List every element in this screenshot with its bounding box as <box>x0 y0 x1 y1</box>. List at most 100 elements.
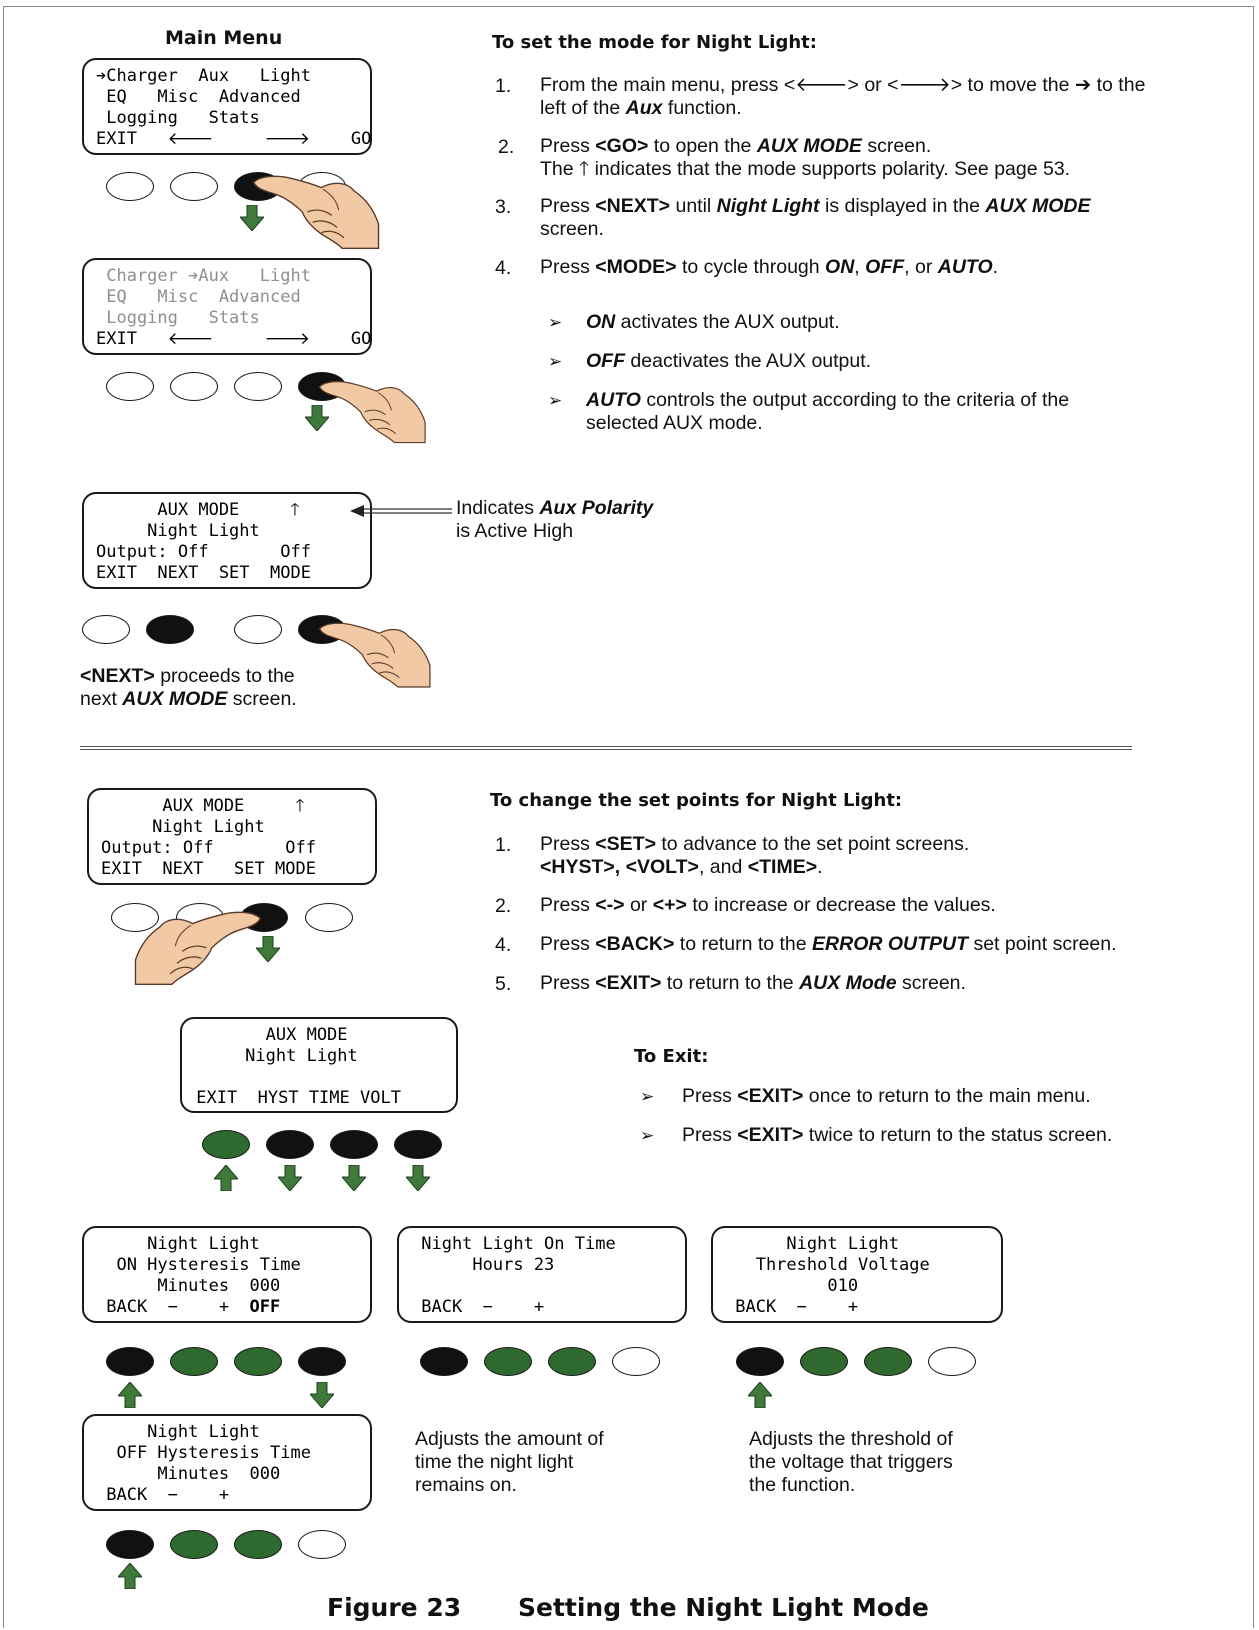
polarity-note-text: Indicates <box>456 497 540 519</box>
lcd-line: Charger ➔Aux Light <box>96 266 311 287</box>
lcd-aux-mode-set: AUX MODE 🡑 Night Light Output: Off Off E… <box>87 788 377 885</box>
step-number: 3. <box>495 196 512 218</box>
soft-button-back[interactable] <box>736 1347 784 1376</box>
step-text: to advance to the set point screens. <box>655 833 970 855</box>
set-step-1-text: Press <SET> to advance to the set point … <box>540 833 1240 879</box>
callout-arrow-icon <box>350 505 452 517</box>
lcd-line: Logging Stats <box>96 108 260 128</box>
soft-button-time[interactable] <box>330 1130 378 1159</box>
soft-button-minus[interactable] <box>484 1347 532 1376</box>
lcd-line-text: Charger ➔Aux Light <box>96 266 311 286</box>
soft-button-minus[interactable] <box>800 1347 848 1376</box>
step-emph: <EXIT> <box>595 972 662 994</box>
soft-button-back[interactable] <box>106 1530 154 1559</box>
soft-button-off[interactable] <box>298 1347 346 1376</box>
pointing-hand-icon <box>318 376 428 446</box>
soft-button-1[interactable] <box>106 172 154 201</box>
lcd-line: BACK − + OFF <box>96 1297 280 1318</box>
soft-button-plus[interactable] <box>548 1347 596 1376</box>
bullet-off-text: OFF deactivates the AUX output. <box>586 350 871 373</box>
step-text: set point screen. <box>968 933 1117 955</box>
soft-button-plus[interactable] <box>864 1347 912 1376</box>
lcd-on-hysteresis: Night Light ON Hysteresis Time Minutes 0… <box>82 1226 372 1323</box>
soft-button-hyst[interactable] <box>266 1130 314 1159</box>
next-note-emph: <NEXT> <box>80 665 155 687</box>
soft-button-volt[interactable] <box>394 1130 442 1159</box>
step-text: to return to the <box>661 972 800 994</box>
soft-button-back[interactable] <box>106 1347 154 1376</box>
lcd-line: Minutes 000 <box>96 1276 281 1296</box>
soft-button-3[interactable] <box>234 372 282 401</box>
soft-button-2[interactable] <box>146 615 194 644</box>
exit-once-text: Press <EXIT> once to return to the main … <box>682 1085 1091 1108</box>
arrow-up-icon <box>118 1563 142 1589</box>
note-text: remains on. <box>415 1474 517 1496</box>
step-emph: ON <box>825 256 855 278</box>
lcd-line: ON Hysteresis Time <box>96 1255 301 1275</box>
step-emph: <MODE> <box>595 256 677 278</box>
polarity-note-emph: Aux Polarity <box>539 497 654 519</box>
step-emph: Aux <box>625 97 663 119</box>
exit-text: Press <box>682 1085 738 1107</box>
lcd-line: AUX MODE <box>194 1025 348 1045</box>
lcd-line: BACK − + <box>725 1297 859 1317</box>
soft-button-2[interactable] <box>170 172 218 201</box>
soft-button-plus[interactable] <box>234 1530 282 1559</box>
lcd-line: AUX MODE 🡑 <box>101 796 305 816</box>
soft-button-minus[interactable] <box>170 1530 218 1559</box>
lcd-line: Output: Off Off <box>101 838 316 858</box>
note-text: the function. <box>749 1474 856 1496</box>
step-emph: ERROR OUTPUT <box>812 933 969 955</box>
step-number: 1. <box>495 834 512 856</box>
soft-button-2[interactable] <box>170 372 218 401</box>
lcd-line: Night Light On Time <box>411 1234 616 1254</box>
lcd-line: BACK − + <box>411 1297 545 1317</box>
section1-heading: To set the mode for Night Light: <box>492 32 817 53</box>
step-text: Press <box>540 833 596 855</box>
step-text: is displayed in the <box>819 195 986 217</box>
exit-text: Press <box>682 1124 738 1146</box>
bullet-text: activates the AUX output. <box>615 311 840 333</box>
next-note-text: screen. <box>227 688 297 710</box>
step-emph: <NEXT> <box>595 195 671 217</box>
soft-button-1[interactable] <box>111 903 159 932</box>
soft-button-1[interactable] <box>106 372 154 401</box>
step-text: to open the <box>648 135 757 157</box>
arrow-up-icon <box>118 1382 142 1408</box>
exit-emph: <EXIT> <box>737 1124 804 1146</box>
step-number: 1. <box>495 75 512 97</box>
to-exit-heading: To Exit: <box>634 1046 709 1067</box>
lcd-threshold-voltage: Night Light Threshold Voltage 010 BACK −… <box>711 1226 1003 1323</box>
soft-button-4[interactable] <box>305 903 353 932</box>
soft-button-3[interactable] <box>234 615 282 644</box>
lcd-line: Night Light <box>96 521 260 541</box>
soft-button-exit[interactable] <box>202 1130 250 1159</box>
page-frame <box>3 6 1254 1628</box>
lcd-line: EQ Misc Advanced <box>96 287 301 307</box>
polarity-note-text: is Active High <box>456 520 574 542</box>
step-text: to return to the <box>674 933 813 955</box>
soft-button-minus[interactable] <box>170 1347 218 1376</box>
soft-button-4[interactable] <box>612 1347 660 1376</box>
bullet-text: deactivates the AUX output. <box>625 350 872 372</box>
step-text: or <box>624 894 653 916</box>
soft-button-plus[interactable] <box>234 1347 282 1376</box>
arrow-up-icon <box>748 1382 772 1408</box>
soft-button-1[interactable] <box>82 615 130 644</box>
lcd-off-hysteresis: Night Light OFF Hysteresis Time Minutes … <box>82 1414 372 1511</box>
step-text: . <box>817 856 823 878</box>
bullet-text: controls the output according to the cri… <box>640 389 1070 411</box>
soft-button-4[interactable] <box>298 1530 346 1559</box>
lcd-line-emph: OFF <box>249 1297 281 1317</box>
note-text: Adjusts the threshold of <box>749 1428 953 1450</box>
bullet-emph: ON <box>586 311 616 333</box>
step-emph: <SET> <box>595 833 656 855</box>
lcd-line: ➔Charger Aux Light <box>96 66 311 86</box>
arrow-down-icon <box>342 1165 366 1191</box>
section2-heading: To change the set points for Night Light… <box>490 790 903 811</box>
soft-button-4[interactable] <box>928 1347 976 1376</box>
note-text: Adjusts the amount of <box>415 1428 604 1450</box>
step-text: screen. <box>896 972 966 994</box>
soft-button-back[interactable] <box>420 1347 468 1376</box>
